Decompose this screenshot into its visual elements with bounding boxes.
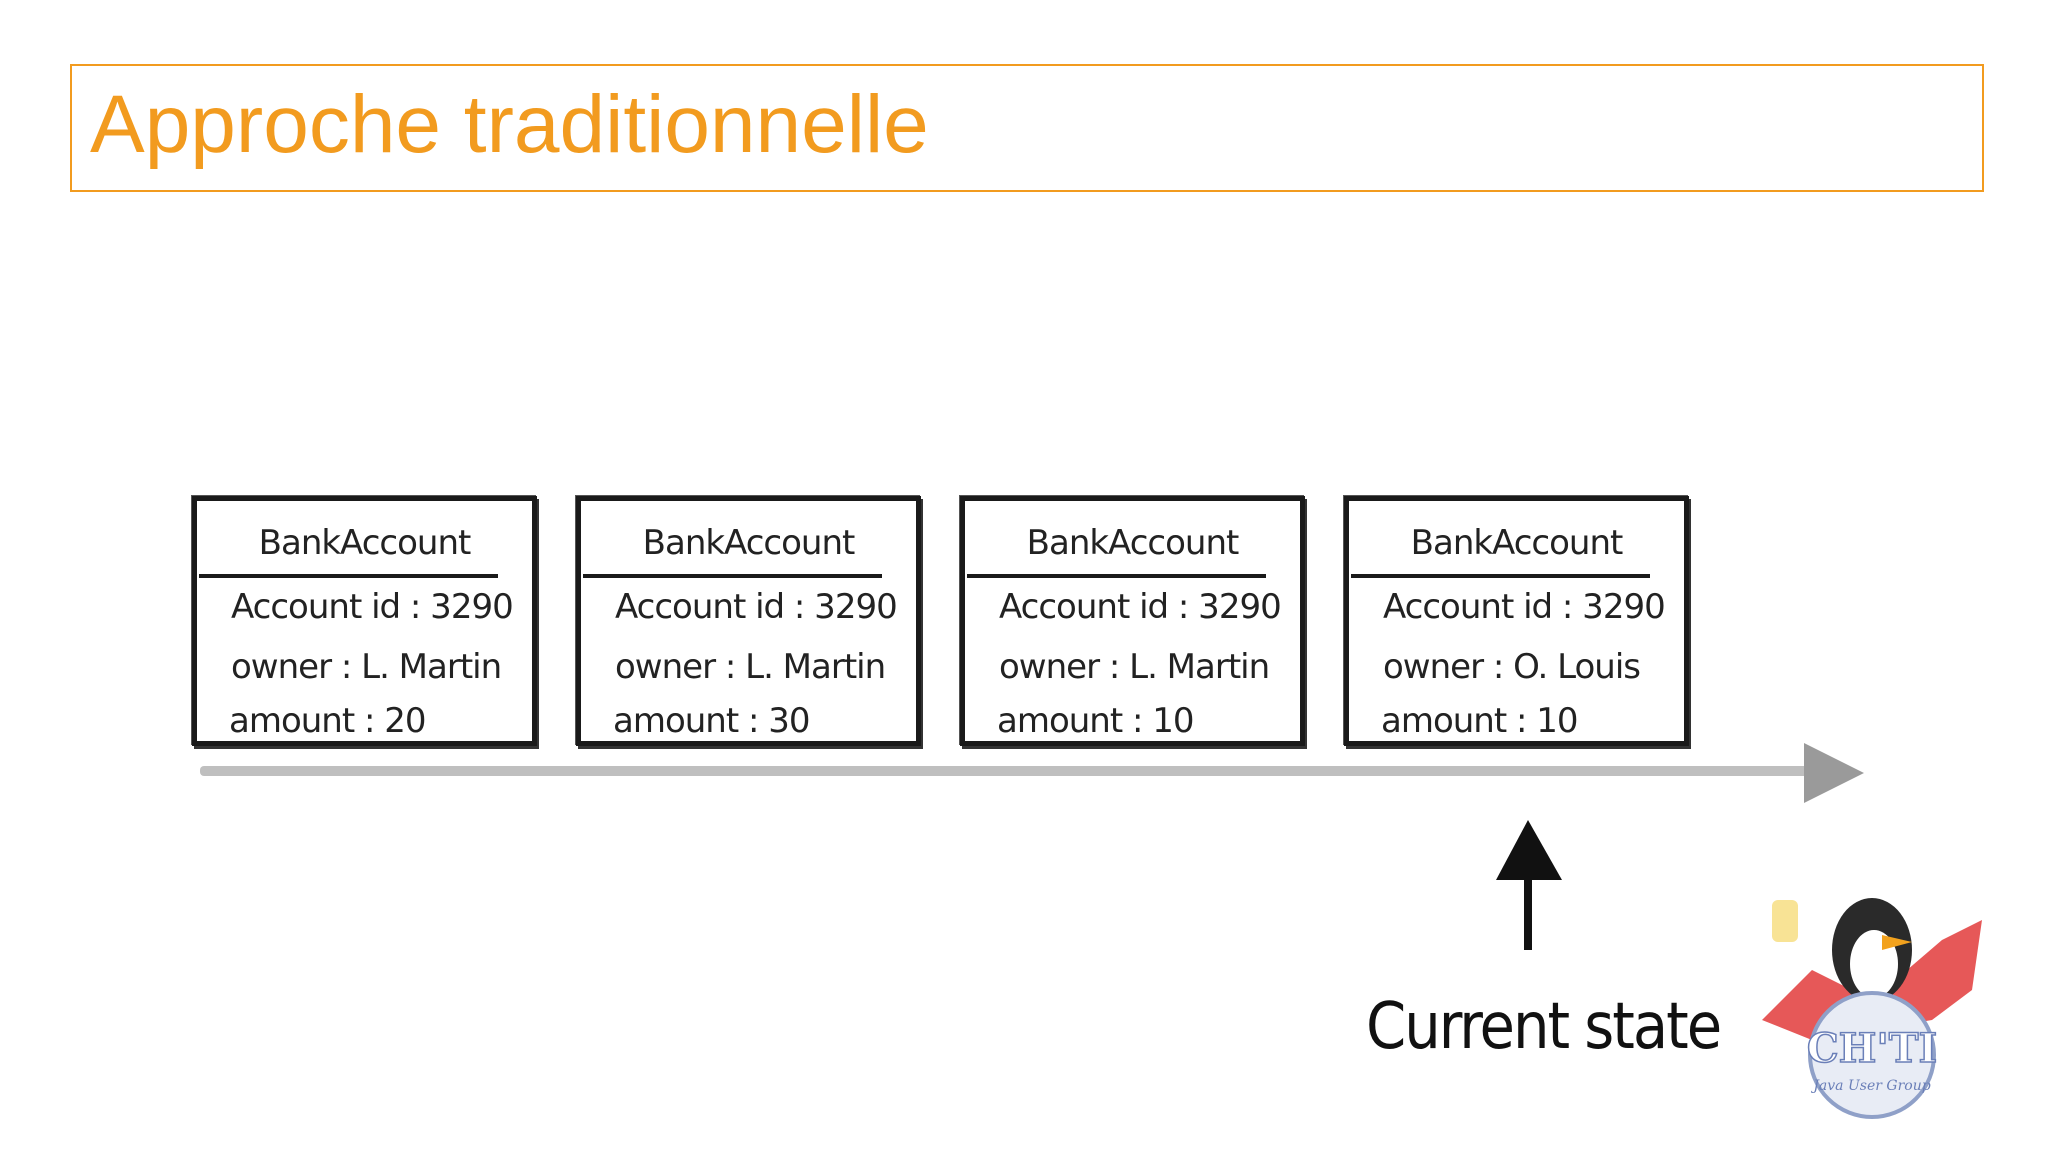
timeline-arrowhead: [1804, 743, 1864, 803]
logo-text: CH'TI: [1807, 1025, 1937, 1072]
amount-field: amount : 10: [1381, 701, 1579, 741]
current-state-label: Current state: [1366, 990, 1722, 1064]
account-id-field: Account id : 3290: [1383, 587, 1666, 627]
bank-account-card: BankAccount Account id : 3290 owner : L.…: [576, 496, 921, 746]
bank-account-card: BankAccount Account id : 3290 owner : L.…: [192, 496, 537, 746]
slide-title: Approche traditionnelle: [90, 79, 929, 170]
bank-account-card: BankAccount Account id : 3290 owner : O.…: [1344, 496, 1689, 746]
card-title: BankAccount: [1026, 523, 1240, 563]
owner-field: owner : L. Martin: [999, 647, 1270, 687]
account-id-field: Account id : 3290: [231, 587, 514, 627]
up-arrow-icon: [1496, 820, 1562, 950]
account-id-field: Account id : 3290: [999, 587, 1282, 627]
amount-field: amount : 10: [997, 701, 1195, 741]
card-divider: [583, 574, 882, 578]
owner-field: owner : O. Louis: [1383, 647, 1641, 687]
card-divider: [967, 574, 1266, 578]
bank-account-card: BankAccount Account id : 3290 owner : L.…: [960, 496, 1305, 746]
card-divider: [199, 574, 498, 578]
card-title: BankAccount: [642, 523, 856, 563]
account-id-field: Account id : 3290: [615, 587, 898, 627]
logo-subtext: Java User Group: [1810, 1078, 1930, 1094]
timeline-arrow: [200, 766, 1840, 776]
card-divider: [1351, 574, 1650, 578]
owner-field: owner : L. Martin: [615, 647, 886, 687]
card-title: BankAccount: [258, 523, 472, 563]
card-title: BankAccount: [1410, 523, 1624, 563]
amount-field: amount : 30: [613, 701, 811, 741]
slide-title-box: Approche traditionnelle: [70, 64, 1984, 192]
amount-field: amount : 20: [229, 701, 427, 741]
owner-field: owner : L. Martin: [231, 647, 502, 687]
chti-jug-logo: CH'TI Java User Group: [1762, 898, 1982, 1119]
